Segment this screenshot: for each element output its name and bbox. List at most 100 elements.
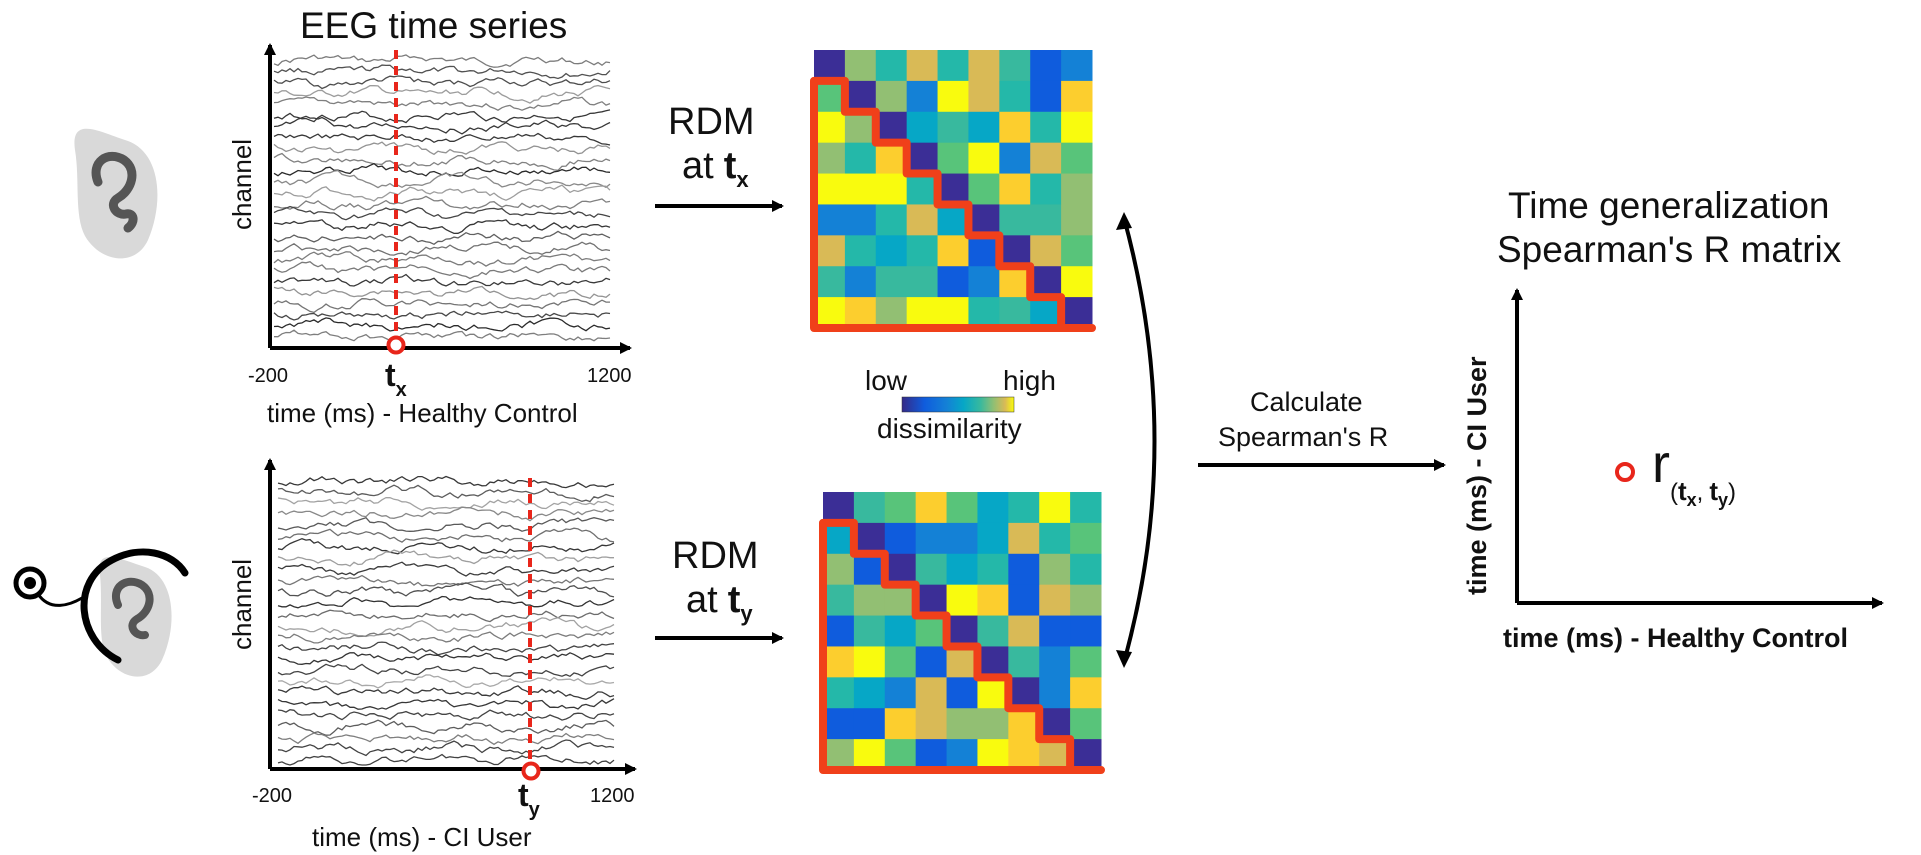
eeg-trace xyxy=(273,115,611,135)
eeg-trace xyxy=(273,152,611,171)
rdm-cell xyxy=(853,584,886,617)
rdm-cell xyxy=(968,204,1000,236)
rdm-cell xyxy=(875,173,908,205)
rdm-cell xyxy=(906,142,939,175)
rdm-cell xyxy=(1039,739,1071,771)
eeg-trace xyxy=(273,141,611,156)
colorbar-low-label: low xyxy=(865,365,908,396)
eeg-trace xyxy=(273,75,611,90)
rdm-cell xyxy=(937,204,969,236)
eeg-trace xyxy=(274,329,611,342)
rdm-cell xyxy=(946,553,978,586)
tx-marker-dot xyxy=(386,335,406,355)
rdm-cell xyxy=(1030,235,1062,267)
rdm-cell xyxy=(884,646,917,678)
rdm-cell xyxy=(823,739,855,771)
rdm-cell xyxy=(915,708,948,740)
rdm-cell xyxy=(946,646,978,678)
rdm-cell xyxy=(999,266,1031,298)
rdm-cell xyxy=(999,50,1031,82)
eeg-traces-healthy xyxy=(273,54,611,342)
rdm-cell xyxy=(884,584,917,617)
rdm-cell xyxy=(937,142,969,175)
rdm-cell xyxy=(946,492,978,524)
rdm-cell xyxy=(1008,708,1040,740)
eeg-trace xyxy=(277,732,615,746)
rdm-cell xyxy=(1030,173,1062,205)
tg-title-line1: Time generalization xyxy=(1508,185,1830,226)
eeg-trace xyxy=(273,230,611,246)
rdm-cell xyxy=(1030,111,1062,144)
rdm-cell xyxy=(844,266,877,298)
rdm-cell xyxy=(823,553,855,586)
eeg-trace xyxy=(277,549,614,567)
eeg-trace xyxy=(277,709,615,721)
rdm-label-healthy: RDM xyxy=(668,101,755,143)
rdm-cell xyxy=(915,492,948,524)
rdm-cell xyxy=(937,111,969,144)
rdm-cell xyxy=(906,297,939,329)
rdm-cell xyxy=(1008,739,1040,771)
rdm-cell xyxy=(1070,677,1102,709)
eeg-xend-healthy: 1200 xyxy=(587,365,632,387)
rdm-cell xyxy=(853,739,886,771)
rdm-cell xyxy=(968,266,1000,298)
rdm-cell xyxy=(946,615,978,647)
rdm-cell xyxy=(823,677,855,709)
eeg-trace xyxy=(273,195,611,211)
rdm-cell xyxy=(844,297,877,329)
rdm-cell xyxy=(1061,235,1093,267)
rdm-cell xyxy=(875,297,908,329)
eeg-trace xyxy=(277,719,615,736)
eeg-title: EEG time series xyxy=(300,5,567,46)
tx-label: tx xyxy=(385,357,407,401)
rdm-cell xyxy=(906,80,939,113)
rdm-cell xyxy=(884,615,917,647)
rdm-cell xyxy=(1070,646,1102,678)
rdm-cell xyxy=(853,492,886,524)
rdm-cell xyxy=(1039,553,1071,586)
rdm-cell xyxy=(844,235,877,267)
rdm-matrix-healthy xyxy=(810,50,1096,332)
rdm-cell xyxy=(1008,553,1040,586)
rdm-cell xyxy=(853,615,886,647)
rdm-cell xyxy=(977,584,1009,617)
rdm-cell xyxy=(1030,266,1062,298)
rdm-cell xyxy=(1030,204,1062,236)
ci-ear-icon xyxy=(13,548,189,677)
rdm-cell xyxy=(875,80,908,113)
rdm-cell xyxy=(1061,142,1093,175)
eeg-trace xyxy=(273,310,611,321)
rdm-cell xyxy=(937,266,969,298)
tg-ylabel: time (ms) - CI User xyxy=(1462,356,1492,595)
compare-rdms-arrow xyxy=(1122,217,1157,663)
tg-xlabel: time (ms) - Healthy Control xyxy=(1503,623,1848,653)
eeg-trace xyxy=(273,285,611,301)
rdm-cell xyxy=(814,204,846,236)
eeg-axes-healthy xyxy=(264,43,632,354)
rdm-cell xyxy=(999,297,1031,329)
eeg-trace xyxy=(273,169,611,189)
rdm-cell xyxy=(915,615,948,647)
rdm-cell xyxy=(968,50,1000,82)
rdm-cell xyxy=(915,739,948,771)
eeg-trace xyxy=(273,317,611,332)
rdm-matrix-ci xyxy=(819,492,1105,774)
rdm-cell xyxy=(1061,204,1093,236)
eeg-xend-ci: 1200 xyxy=(590,785,635,807)
rdm-cell xyxy=(884,553,917,586)
rdm-cell xyxy=(1008,492,1040,524)
rdm-cell xyxy=(999,80,1031,113)
rdm-cell xyxy=(968,173,1000,205)
eeg-trace xyxy=(277,617,615,638)
rdm-cell xyxy=(946,584,978,617)
eeg-trace xyxy=(277,663,615,678)
eeg-trace xyxy=(273,251,611,267)
rdm-cell xyxy=(823,584,855,617)
eeg-trace xyxy=(277,631,615,644)
rdm-cell xyxy=(844,111,877,144)
rdm-cell xyxy=(884,492,917,524)
eeg-trace xyxy=(277,674,615,689)
colorbar-caption: dissimilarity xyxy=(877,413,1022,444)
